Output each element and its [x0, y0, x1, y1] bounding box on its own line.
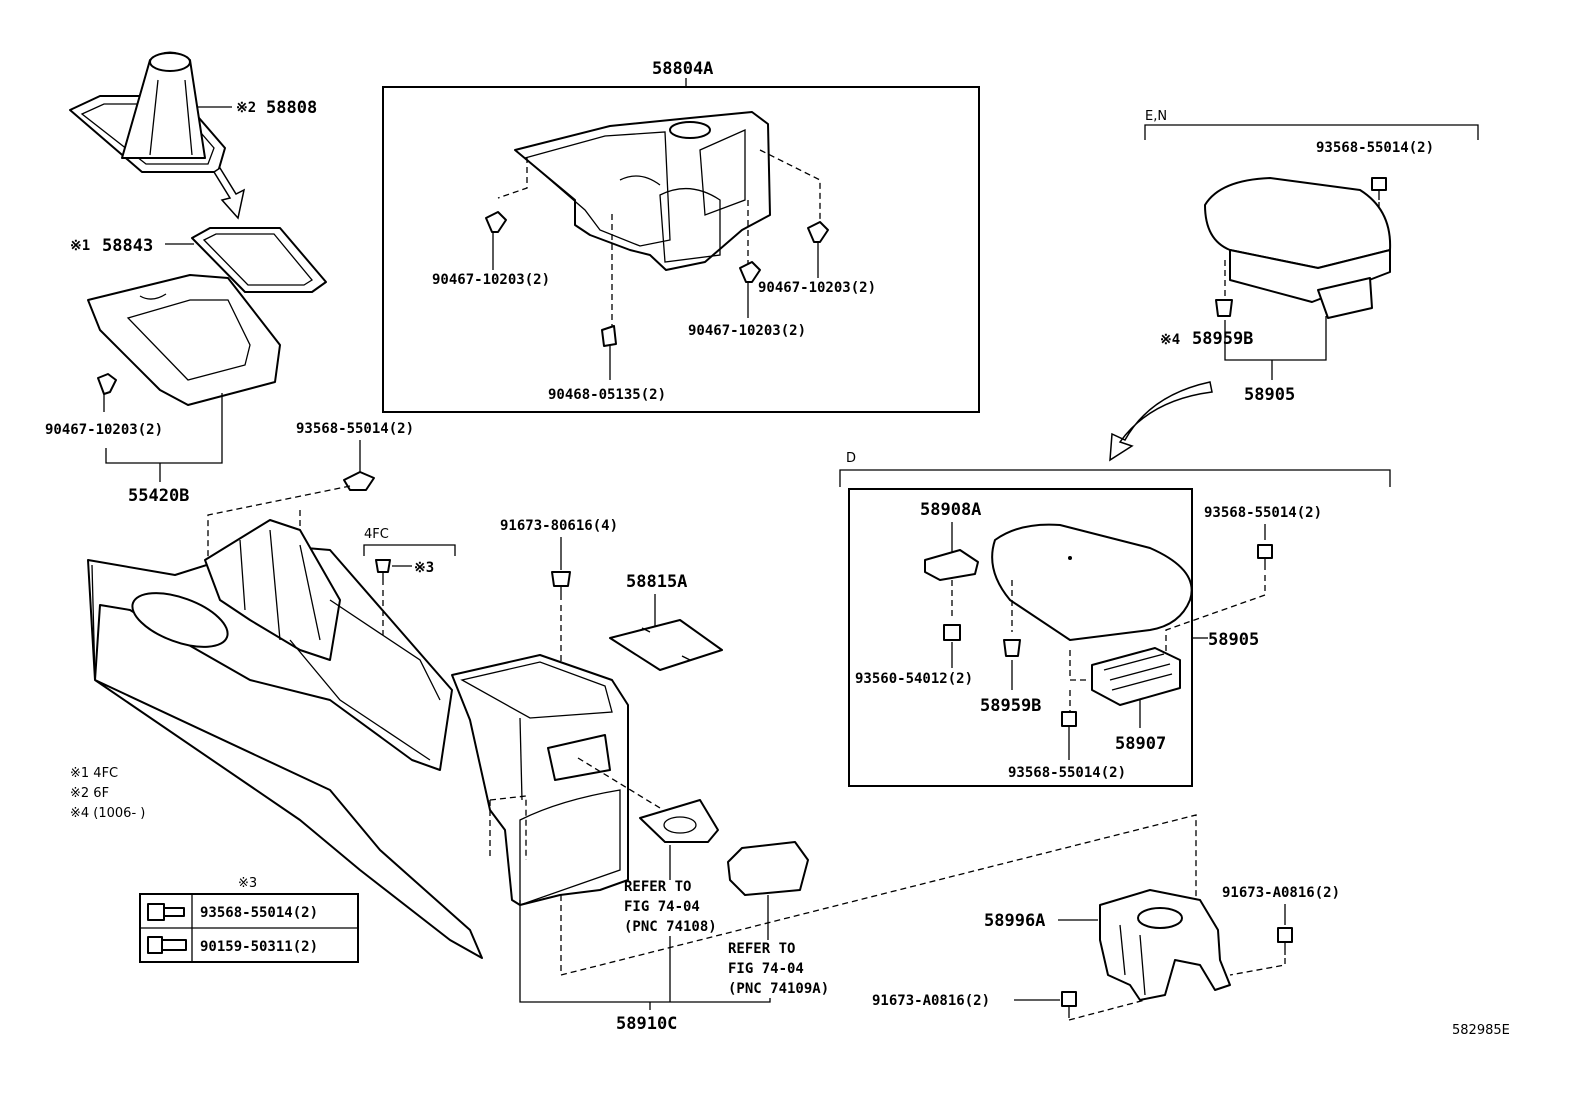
bracket-58996A[interactable] [1099, 889, 1231, 1001]
label-58959B-en: 58959B [1192, 329, 1253, 349]
clip-icon [97, 373, 117, 412]
label-58907: 58907 [1115, 734, 1166, 754]
label-58908A: 58908A [920, 500, 981, 520]
console-body[interactable] [87, 519, 483, 959]
refer2-line2[interactable]: FIG 74-04 [728, 961, 804, 977]
note-ref-1: ※1 [70, 238, 90, 254]
label-91673-806: 91673-80616(4) [500, 518, 618, 534]
label-90467-b2: 90467-10203(2) [758, 280, 876, 296]
label-90467-b1: 90467-10203(2) [432, 272, 550, 288]
refer1-line1[interactable]: REFER TO [624, 879, 691, 895]
flange-bolt-icon [147, 903, 185, 921]
note-ref-3: ※3 [414, 560, 434, 576]
table-row-2-part: 90159-50311(2) [200, 939, 318, 955]
screw-icon [343, 471, 375, 491]
mat-58815A[interactable] [609, 619, 723, 671]
bolt-icon [1257, 544, 1273, 570]
hinge-58907[interactable] [1091, 647, 1181, 706]
screw-icon [375, 559, 391, 585]
label-91673-a2: 91673-A0816(2) [872, 993, 990, 1009]
rear-console-58910C[interactable] [451, 654, 629, 906]
label-93568-top: 93568-55014(2) [296, 421, 414, 437]
latch-58908A[interactable] [924, 549, 979, 581]
note-ref-2: ※2 [236, 100, 256, 116]
curved-arrow-icon [1109, 381, 1213, 462]
refer2-line3[interactable]: (PNC 74109A) [728, 981, 829, 997]
bolt-icon [551, 571, 571, 600]
bracket-58804A[interactable] [514, 111, 771, 271]
label-90467-b3: 90467-10203(2) [688, 323, 806, 339]
label-93568-d1: 93568-55014(2) [1204, 505, 1322, 521]
label-93560: 93560-54012(2) [855, 671, 973, 687]
cupholder-part[interactable] [639, 799, 719, 843]
panel-55420B[interactable] [87, 274, 281, 406]
clip-icon [1215, 299, 1233, 317]
box-part[interactable] [727, 841, 809, 896]
label-4FC: 4FC [364, 527, 389, 542]
note-1: ※1 4FC [70, 766, 118, 781]
hex-bolt-icon [147, 936, 187, 954]
note-ref-4: ※4 [1160, 332, 1180, 348]
label-58815A: 58815A [626, 572, 687, 592]
label-D: D [846, 451, 856, 466]
bolt-icon [1061, 711, 1077, 760]
group-box-58804A [382, 86, 980, 413]
table-header: ※3 [238, 876, 257, 891]
table-row-1-part: 93568-55014(2) [200, 905, 318, 921]
label-58905-en: 58905 [1244, 385, 1295, 405]
label-58804A: 58804A [652, 59, 713, 79]
label-58808: 58808 [266, 98, 317, 118]
label-58996A: 58996A [984, 911, 1045, 931]
label-58910C: 58910C [616, 1014, 677, 1034]
label-93568-en: 93568-55014(2) [1316, 140, 1434, 156]
screw-icon [943, 624, 961, 641]
note-4: ※4 (1006- ) [70, 806, 145, 821]
clip-icon [1003, 639, 1021, 657]
label-93568-d2: 93568-55014(2) [1008, 765, 1126, 781]
armrest-lid-D[interactable] [991, 523, 1193, 641]
arrow-down-icon [212, 166, 246, 220]
bolt-icon [1277, 927, 1293, 955]
refer1-line2[interactable]: FIG 74-04 [624, 899, 700, 915]
label-58959B-d: 58959B [980, 696, 1041, 716]
label-58905-d: 58905 [1208, 630, 1259, 650]
label-90467-left: 90467-10203(2) [45, 422, 163, 438]
label-58843: 58843 [102, 236, 153, 256]
bolt-icon [1371, 177, 1387, 200]
label-91673-a1: 91673-A0816(2) [1222, 885, 1340, 901]
fastener-table [139, 893, 359, 963]
clip-icon [485, 211, 829, 380]
label-90468: 90468-05135(2) [548, 387, 666, 403]
label-EN: E,N [1145, 109, 1167, 124]
refer1-line3[interactable]: (PNC 74108) [624, 919, 717, 935]
ring-58843[interactable] [191, 227, 327, 293]
label-55420B: 55420B [128, 486, 189, 506]
armrest-EN-58905[interactable] [1204, 177, 1392, 319]
figure-id: 582985E [1452, 1023, 1510, 1038]
note-2: ※2 6F [70, 786, 109, 801]
refer2-line1[interactable]: REFER TO [728, 941, 795, 957]
shift-boot-58808[interactable] [69, 51, 226, 173]
bolt-icon [1061, 991, 1077, 1018]
